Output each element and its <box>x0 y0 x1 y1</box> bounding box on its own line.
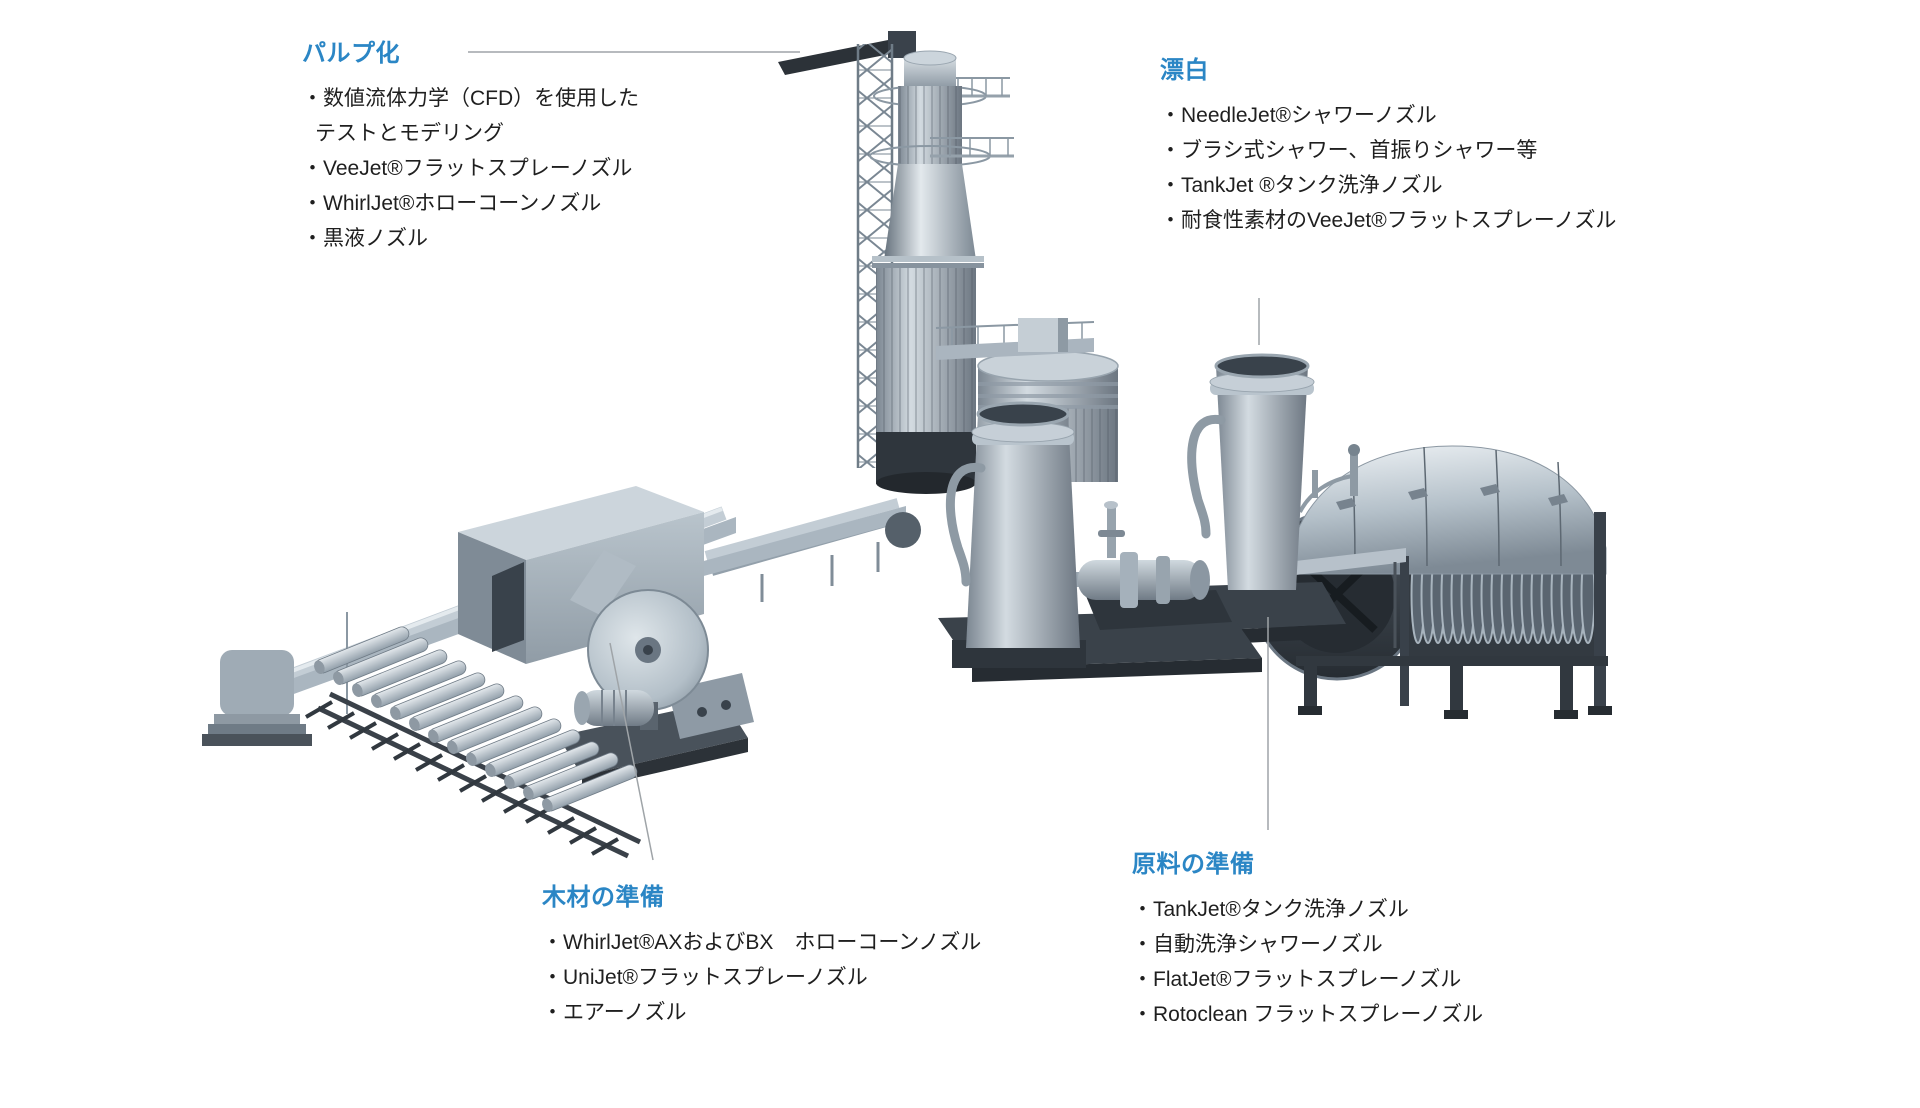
material-prep-item-1: ・TankJet®タンク洗浄ノズル <box>1132 897 1409 921</box>
section-material-prep-title: 原料の準備 <box>1132 851 1255 878</box>
chip-conveyor <box>700 498 921 602</box>
pulping-item-4: ・黒液ノズル <box>302 226 428 250</box>
pulping-item-2: ・VeeJet®フラットスプレーノズル <box>302 156 633 180</box>
section-wood-prep: 木材の準備 ・WhirlJet®AXおよびBX ホローコーンノズル ・UniJe… <box>542 884 981 1030</box>
bleaching-item-2: ・ブラシ式シャワー、首振りシャワー等 <box>1160 138 1538 162</box>
bleaching-item-4: ・耐食性素材のVeeJet®フラットスプレーノズル <box>1160 208 1617 232</box>
section-pulping: パルプ化 ・数値流体力学（CFD）を使用した テストとモデリング ・VeeJet… <box>302 40 639 256</box>
leader-lines <box>468 51 1269 861</box>
drum-washer <box>1251 444 1612 719</box>
wood-prep-leader-line <box>609 642 654 861</box>
section-bleaching-title: 漂白 <box>1160 57 1209 84</box>
wood-prep-item-1: ・WhirlJet®AXおよびBX ホローコーンノズル <box>542 930 982 954</box>
pulping-item-1-cont: テストとモデリング <box>315 121 504 145</box>
digester-tower <box>869 50 1014 494</box>
pulping-item-1: ・数値流体力学（CFD）を使用した <box>302 86 640 110</box>
section-wood-prep-title: 木材の準備 <box>542 884 665 911</box>
material-prep-item-3: ・FlatJet®フラットスプレーノズル <box>1132 967 1462 991</box>
log-pile <box>304 612 642 859</box>
wood-prep-item-2: ・UniJet®フラットスプレーノズル <box>542 965 868 989</box>
chip-feed-conveyor <box>778 31 916 75</box>
walkway-bridge <box>935 318 1095 360</box>
material-prep-item-4: ・Rotoclean フラットスプレーノズル <box>1132 1002 1484 1026</box>
bleach-tank-left <box>945 401 1086 668</box>
bleaching-item-1: ・NeedleJet®シャワーノズル <box>1160 103 1437 127</box>
wood-prep-item-3: ・エアーノズル <box>542 1000 687 1024</box>
pulping-item-3: ・WhirlJet®ホローコーンノズル <box>302 191 602 215</box>
section-bleaching: 漂白 ・NeedleJet®シャワーノズル ・ブラシ式シャワー、首振りシャワー等… <box>1160 57 1616 238</box>
material-prep-item-2: ・自動洗浄シャワーノズル <box>1132 932 1383 956</box>
section-pulping-title: パルプ化 <box>302 40 400 67</box>
bleach-tank-right <box>1187 353 1346 644</box>
section-material-prep: 原料の準備 ・TankJet®タンク洗浄ノズル ・自動洗浄シャワーノズル ・Fl… <box>1132 851 1483 1032</box>
bleaching-item-3: ・TankJet ®タンク洗浄ノズル <box>1160 173 1443 197</box>
